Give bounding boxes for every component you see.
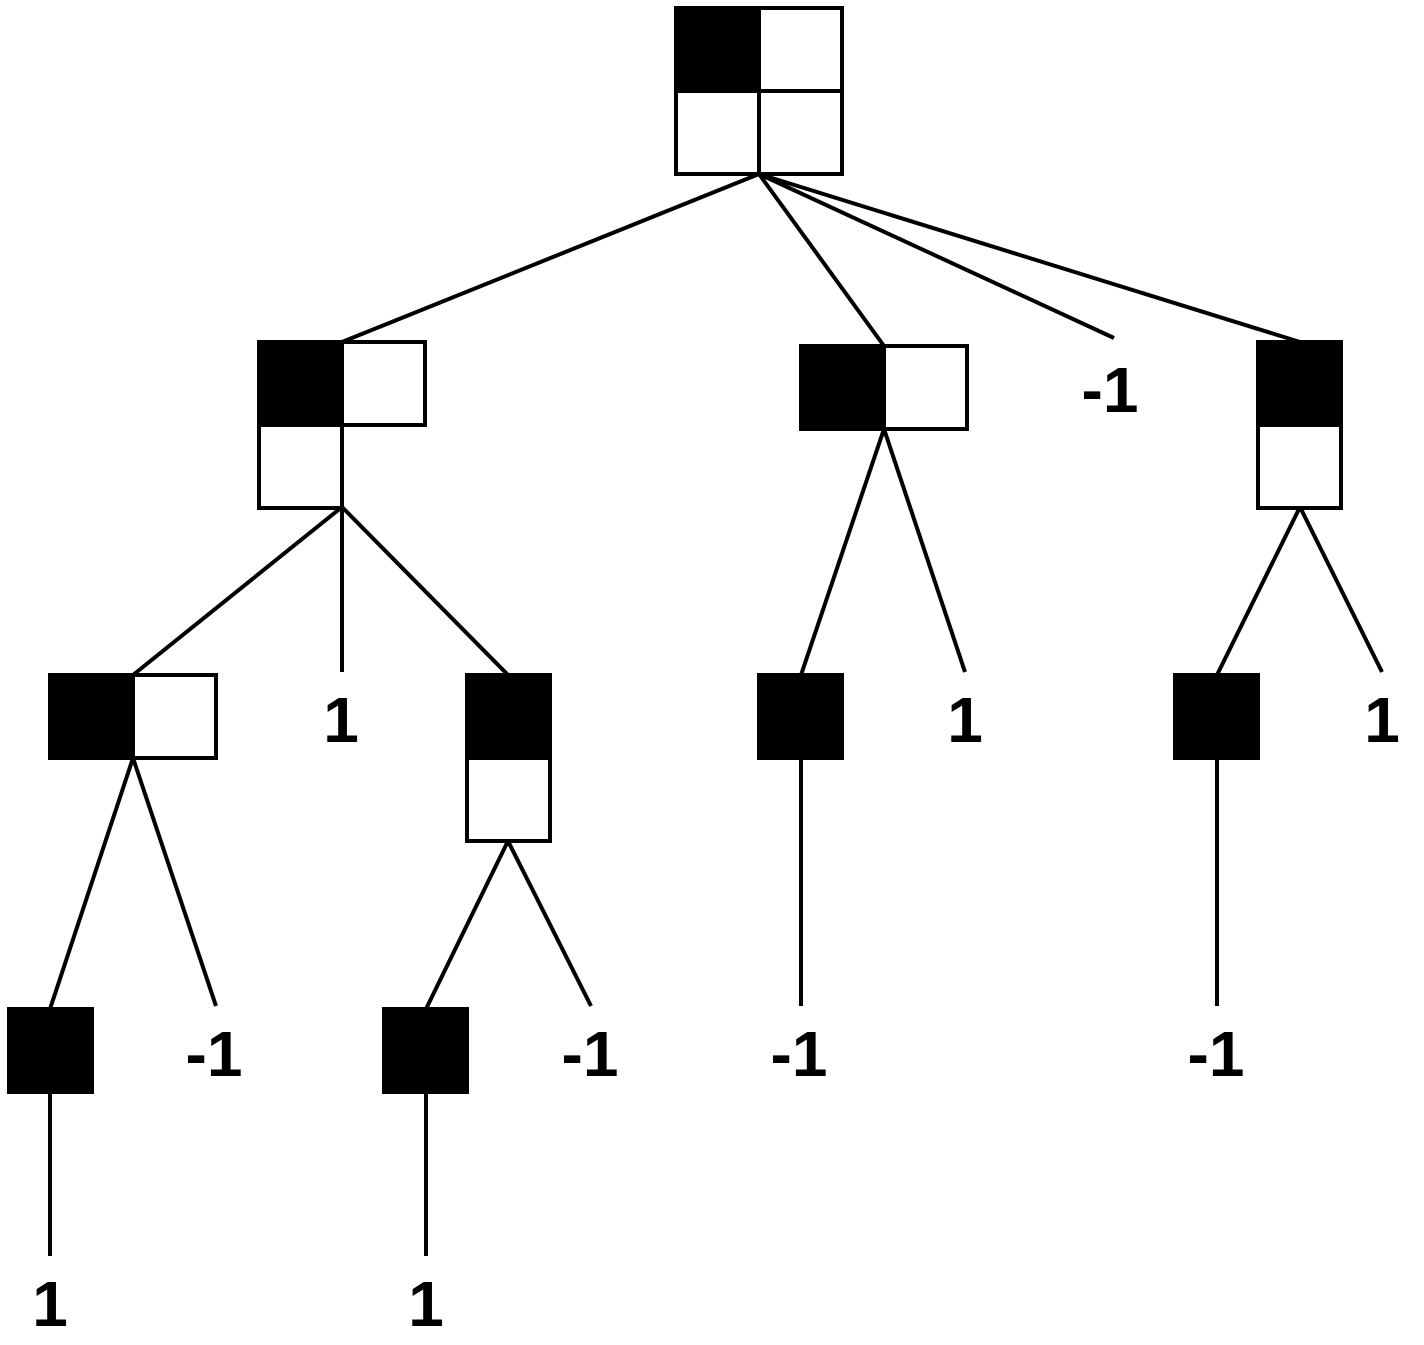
board-node-n2 — [799, 344, 969, 431]
tree-edge-root-n2 — [757, 172, 886, 348]
filled-cell-root-0-0 — [674, 6, 761, 93]
filled-cell-n111-0-0 — [7, 1007, 94, 1094]
tree-edge-root-n3 — [758, 172, 1115, 340]
board-node-n21 — [757, 673, 844, 760]
tree-edge-n4-n42 — [1298, 506, 1384, 673]
empty-cell-n1-1-0 — [257, 423, 344, 510]
board-node-n111 — [7, 1007, 94, 1094]
payoff-leaf-n42: 1 — [1364, 684, 1400, 756]
payoff-label-n1111: 1 — [32, 1268, 68, 1340]
tree-edge-n13-n132 — [506, 840, 593, 1007]
tree-edge-n1-n13 — [340, 505, 510, 677]
filled-cell-n131-0-0 — [382, 1007, 469, 1094]
tree-edge-n1-n11 — [131, 505, 344, 677]
payoff-leaf-n411: -1 — [1188, 1018, 1245, 1090]
empty-cell-n13-1-0 — [465, 756, 552, 843]
payoff-label-n42: 1 — [1364, 684, 1400, 756]
tree-edge-n11-n111 — [48, 757, 135, 1010]
payoff-label-n12: 1 — [323, 684, 359, 756]
payoff-label-n112: -1 — [186, 1018, 243, 1090]
payoff-leaf-n1111: 1 — [32, 1268, 68, 1340]
tree-edge-n11-n112 — [131, 757, 218, 1007]
payoff-leaf-n1311: 1 — [408, 1268, 444, 1340]
tree-edge-root-n4 — [758, 172, 1301, 344]
payoff-label-n132: -1 — [562, 1018, 619, 1090]
empty-cell-root-0-1 — [757, 6, 844, 93]
board-node-n1 — [257, 340, 427, 510]
payoff-label-n22: 1 — [947, 684, 983, 756]
payoff-label-n1311: 1 — [408, 1268, 444, 1340]
payoff-leaf-n112: -1 — [186, 1018, 243, 1090]
board-node-n4 — [1256, 340, 1343, 510]
tree-nodes: -1 1 1 1 -1 -1 -1 -1 1 1 — [7, 6, 1400, 1340]
board-node-n11 — [48, 673, 218, 760]
empty-cell-n4-1-0 — [1256, 423, 1343, 510]
empty-cell-root-1-0 — [674, 89, 761, 176]
payoff-leaf-n3: -1 — [1082, 354, 1139, 426]
filled-cell-n2-0-0 — [799, 344, 886, 431]
filled-cell-n11-0-0 — [48, 673, 135, 760]
payoff-label-n3: -1 — [1082, 354, 1139, 426]
tree-edge-n13-n131 — [424, 840, 510, 1010]
empty-cell-n2-0-1 — [882, 344, 969, 431]
payoff-leaf-n22: 1 — [947, 684, 983, 756]
filled-cell-n4-0-0 — [1256, 340, 1343, 427]
board-node-n41 — [1173, 673, 1260, 760]
tree-edge-n2-n21 — [799, 428, 886, 676]
payoff-leaf-n132: -1 — [562, 1018, 619, 1090]
board-node-root — [674, 6, 844, 176]
filled-cell-n21-0-0 — [757, 673, 844, 760]
payoff-leaf-n12: 1 — [323, 684, 359, 756]
payoff-label-n211: -1 — [771, 1018, 828, 1090]
filled-cell-n13-0-0 — [465, 673, 552, 760]
tree-edge-n2-n22 — [882, 428, 967, 673]
tree-edge-root-n1 — [341, 172, 760, 344]
payoff-leaf-n211: -1 — [771, 1018, 828, 1090]
empty-cell-n11-0-1 — [131, 673, 218, 760]
filled-cell-n41-0-0 — [1173, 673, 1260, 760]
tree-edge-n4-n41 — [1215, 506, 1302, 676]
empty-cell-n1-0-1 — [340, 340, 427, 427]
tree-edges — [48, 172, 1384, 1256]
empty-cell-root-1-1 — [757, 89, 844, 176]
board-node-n13 — [465, 673, 552, 843]
filled-cell-n1-0-0 — [257, 340, 344, 427]
payoff-label-n411: -1 — [1188, 1018, 1245, 1090]
board-node-n131 — [382, 1007, 469, 1094]
